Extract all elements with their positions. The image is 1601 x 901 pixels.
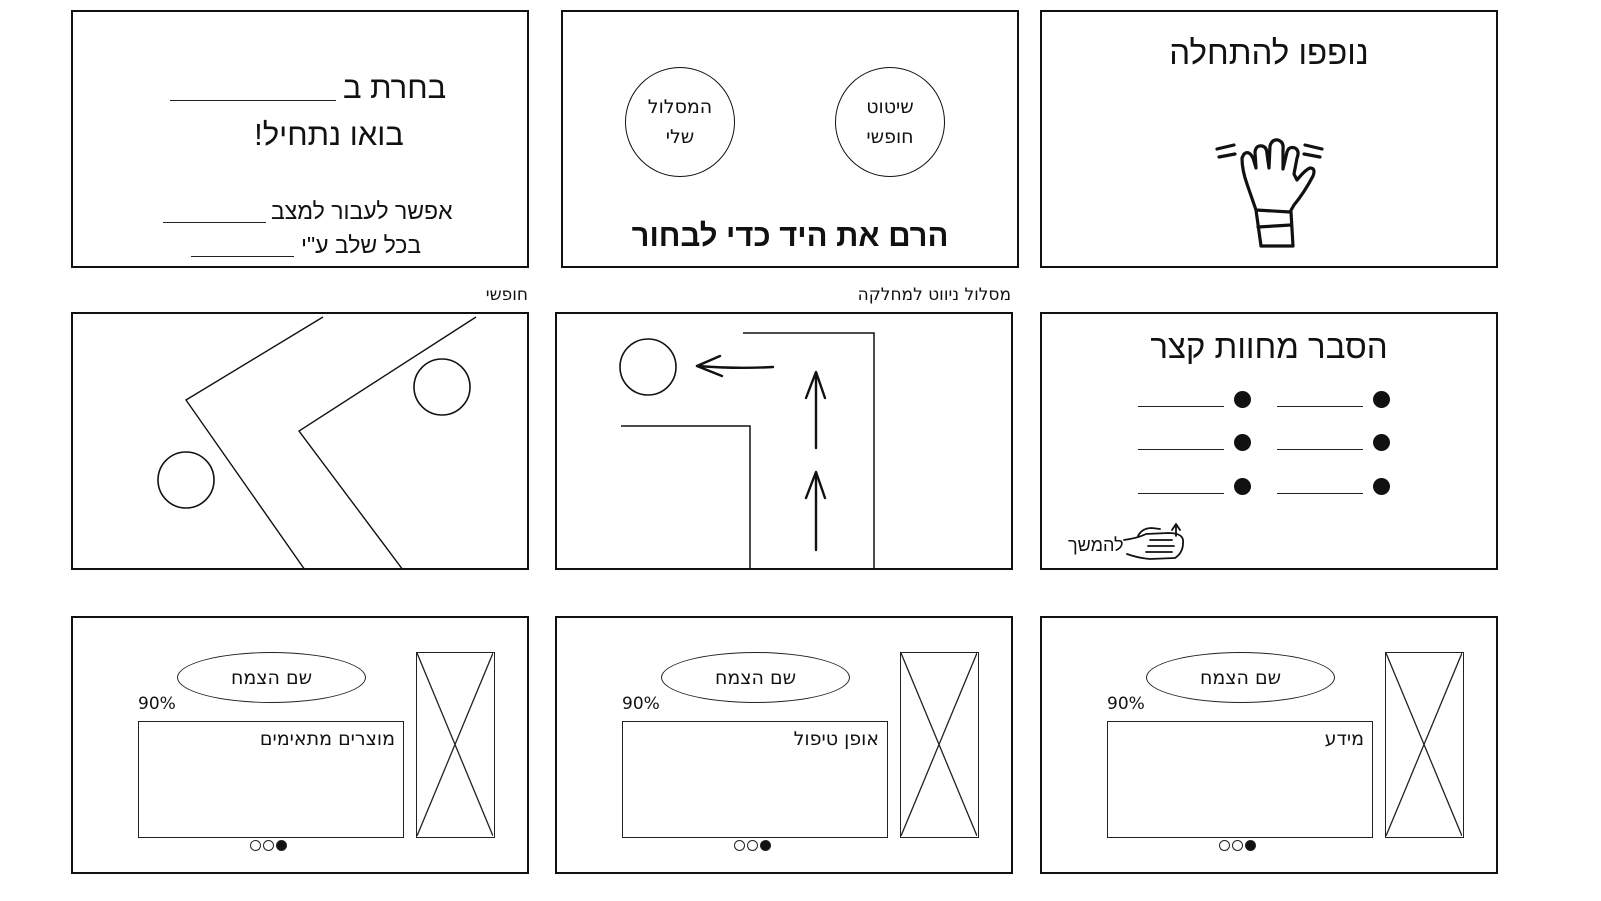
info-content-box: מידע (1107, 721, 1373, 838)
free-browse-caption: חופשי (485, 285, 528, 305)
location-circle (413, 358, 471, 416)
page-dot[interactable] (747, 840, 758, 851)
switch-mode-blank (163, 222, 266, 223)
care-section-title: אופן טיפול (793, 728, 879, 750)
page-dot-active[interactable] (276, 840, 287, 851)
route-navigation-caption: מסלול ניווט למחלקה (857, 285, 1011, 305)
frame-plant-care: שם הצמח 90% אופן טיפול (555, 616, 1013, 874)
bullet-point (1373, 434, 1390, 451)
bullet-point (1234, 434, 1251, 451)
match-percent: 90% (1107, 694, 1145, 714)
page-dot[interactable] (734, 840, 745, 851)
plant-image-placeholder (900, 652, 979, 838)
page-indicator[interactable] (734, 840, 771, 851)
frame-plant-products: שם הצמח 90% מוצרים מתאימים (71, 616, 529, 874)
selected-mode-blank (170, 100, 336, 101)
any-stage-text: בכל שלב ע"י (301, 232, 422, 258)
frame-plant-info: שם הצמח 90% מידע (1040, 616, 1498, 874)
bullet-line (1138, 493, 1224, 494)
image-placeholder-icon (417, 653, 493, 836)
bullet-point (1373, 391, 1390, 408)
plant-name-label: שם הצמח (661, 652, 850, 703)
bullet-point (1234, 478, 1251, 495)
can-switch-text: אפשר לעבור למצב (271, 198, 453, 224)
frame-lets-start: בחרת ב בואו נתחיל! אפשר לעבור למצב בכל ש… (71, 10, 529, 268)
plant-name-text: שם הצמח (230, 666, 313, 689)
plant-name-label: שם הצמח (177, 652, 366, 703)
gesture-explanation-title: הסבר מחוות קצר (1150, 328, 1388, 365)
bullet-line (1277, 493, 1363, 494)
waving-hand-icon (1215, 138, 1324, 248)
bullet-point (1373, 478, 1390, 495)
frame-choose-mode: שיטוט חופשי המסלול שלי הרם את היד כדי לב… (561, 10, 1019, 268)
free-browse-map (157, 316, 477, 570)
continue-label[interactable]: להמשך (1068, 535, 1124, 555)
free-browse-line1: שיטוט (866, 96, 914, 118)
swipe-hand-icon[interactable] (1042, 314, 1498, 570)
page-dot[interactable] (1232, 840, 1243, 851)
page-dot[interactable] (263, 840, 274, 851)
raise-hand-instruction: הרם את היד כדי לבחור (631, 218, 949, 253)
plant-name-label: שם הצמח (1146, 652, 1335, 703)
page-dot-active[interactable] (1245, 840, 1256, 851)
page-indicator[interactable] (250, 840, 287, 851)
page-dot[interactable] (250, 840, 261, 851)
care-content-box: אופן טיפול (622, 721, 888, 838)
my-route-option[interactable]: המסלול שלי (625, 67, 735, 177)
frame-free-browse (71, 312, 529, 570)
image-placeholder-icon (901, 653, 977, 836)
bullet-line (1138, 449, 1224, 450)
info-section-title: מידע (1324, 728, 1364, 750)
my-route-line1: המסלול (647, 96, 713, 118)
products-content-box: מוצרים מתאימים (138, 721, 404, 838)
match-percent: 90% (138, 694, 176, 714)
destination-circle (619, 338, 677, 396)
free-browse-line2: חופשי (866, 126, 914, 148)
image-placeholder-icon (1386, 653, 1462, 836)
match-percent: 90% (622, 694, 660, 714)
free-browse-option[interactable]: שיטוט חופשי (835, 67, 945, 177)
you-chose-text: בחרת ב (343, 70, 447, 105)
my-route-line2: שלי (665, 126, 695, 148)
wave-title: נופפו להתחלה (1169, 34, 1369, 71)
plant-name-text: שם הצמח (714, 666, 797, 689)
page-dot[interactable] (1219, 840, 1230, 851)
page-indicator[interactable] (1219, 840, 1256, 851)
plant-image-placeholder (1385, 652, 1464, 838)
bullet-point (1234, 391, 1251, 408)
frame-wave-to-start: נופפו להתחלה (1040, 10, 1498, 268)
products-section-title: מוצרים מתאימים (259, 728, 395, 750)
bullet-line (1277, 406, 1363, 407)
frame-gesture-explanation: הסבר מחוות קצר להמשך (1040, 312, 1498, 570)
page-dot-active[interactable] (760, 840, 771, 851)
gesture-blank (191, 256, 294, 257)
frame-route-navigation (555, 312, 1013, 570)
plant-name-text: שם הצמח (1199, 666, 1282, 689)
bullet-line (1277, 449, 1363, 450)
lets-start-text: בואו נתחיל! (254, 117, 404, 152)
route-map (619, 332, 875, 570)
bullet-line (1138, 406, 1224, 407)
plant-image-placeholder (416, 652, 495, 838)
location-circle (157, 451, 215, 509)
